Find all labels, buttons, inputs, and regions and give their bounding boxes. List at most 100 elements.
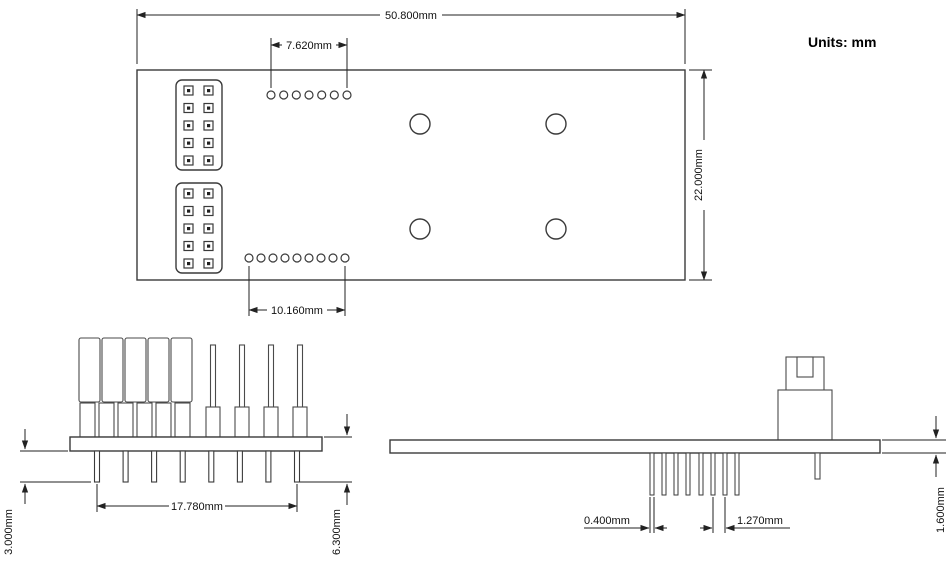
dim-pin-row-span: 17.780mm (96, 484, 298, 513)
contact-pad (203, 137, 214, 149)
pin-hole (329, 90, 339, 100)
side-bottom-pins (649, 452, 821, 496)
bottom-pin (151, 450, 158, 483)
connector-pin (814, 452, 821, 480)
pin-hole (316, 253, 326, 263)
board-edge-side (389, 439, 881, 454)
dim-pin-length: 3.000mm (3, 429, 91, 555)
units-label: Units: mm (808, 34, 876, 50)
dim-overall-height: 6.300mm (300, 414, 352, 555)
contact-pad (183, 240, 194, 252)
socket-barrel (79, 402, 96, 438)
dim-top-hole-row: 7.620mm (270, 38, 348, 88)
bottom-pin (293, 450, 301, 483)
socket-cap (147, 337, 170, 403)
contact-pad (183, 223, 194, 234)
socket-barrel (136, 402, 153, 438)
dim-pin-width: 0.400mm (584, 497, 667, 533)
pin-hole (244, 253, 254, 263)
contact-pad (203, 85, 214, 96)
dim-pin-pitch: 1.270mm (700, 497, 790, 533)
connector-latch (796, 356, 814, 378)
header-base (234, 406, 250, 438)
bottom-pin (179, 450, 186, 483)
socket-cap (170, 337, 193, 403)
socket-barrel (117, 402, 134, 438)
side-connector (777, 356, 833, 441)
socket-cap (124, 337, 147, 403)
pin-hole (304, 90, 314, 100)
mounting-hole (409, 218, 431, 240)
side-view: 0.400mm 1.270mm 1.600mm (389, 356, 947, 533)
dim-bottom-hole-row: 10.160mm (248, 266, 346, 317)
dim-label-top-hole-row: 7.620mm (286, 40, 332, 52)
pin-hole (256, 253, 266, 263)
board-outline-top (136, 69, 686, 281)
contact-pad (183, 188, 194, 199)
mounting-holes (409, 113, 567, 240)
pin-hole (304, 253, 314, 263)
bottom-pin (698, 452, 704, 496)
mounting-hole (409, 113, 431, 135)
bottom-pin (685, 452, 691, 496)
dim-label-board-width: 50.800mm (385, 10, 437, 22)
pin-hole (317, 90, 327, 100)
top-view: 50.800mm 7.620mm 10.160mm 22.000mm (136, 9, 712, 317)
front-view: 17.780mm 3.000mm 6.300mm (3, 337, 352, 555)
contact-pad (183, 205, 194, 217)
socket-barrel (174, 402, 191, 438)
socket-barrel (155, 402, 172, 438)
header-base (292, 406, 308, 438)
dim-label-pin-pitch: 1.270mm (737, 515, 783, 527)
dim-label-pin-width: 0.400mm (584, 515, 630, 527)
bottom-pin (710, 452, 716, 496)
dim-board-thickness: 1.600mm (882, 416, 947, 533)
header-connector-2 (175, 182, 223, 274)
pin-hole (328, 253, 338, 263)
contact-pad (183, 137, 194, 149)
dim-board-width: 50.800mm (136, 9, 686, 64)
contact-pad (203, 223, 214, 234)
pin-hole (280, 253, 290, 263)
connector-body (175, 182, 223, 274)
bottom-pin (722, 452, 728, 496)
socket-cap (78, 337, 101, 403)
header-connector-1 (175, 79, 223, 171)
contact-pad (183, 85, 194, 96)
pin-hole (279, 90, 289, 100)
dim-label-bottom-hole-row: 10.160mm (271, 305, 323, 317)
bottom-pin (208, 450, 215, 483)
bottom-pin (673, 452, 679, 496)
header-base (263, 406, 279, 438)
contact-pad (203, 240, 214, 252)
contact-pad (203, 102, 214, 114)
mounting-hole (545, 218, 567, 240)
pin-hole (266, 90, 276, 100)
dim-label-board-height: 22.000mm (693, 149, 705, 201)
bottom-pin (649, 452, 655, 496)
bottom-pin (236, 450, 243, 483)
dim-board-height: 22.000mm (689, 69, 712, 281)
bottom-pin (734, 452, 740, 496)
socket-header-top (78, 337, 193, 403)
contact-pad (203, 205, 214, 217)
header-base (205, 406, 221, 438)
mounting-hole (545, 113, 567, 135)
pin-hole (291, 90, 301, 100)
dim-label-pin-length: 3.000mm (3, 509, 15, 555)
bottom-pin (93, 450, 101, 483)
contact-pad (183, 155, 194, 166)
contact-pad (203, 258, 214, 269)
dim-label-board-thickness: 1.600mm (935, 487, 947, 533)
contact-pad (203, 120, 214, 131)
socket-cap (101, 337, 124, 403)
pin-hole (268, 253, 278, 263)
pin-hole (340, 253, 350, 263)
contact-pad (183, 120, 194, 131)
bottom-hole-row (244, 253, 350, 263)
connector-base (777, 389, 833, 441)
bottom-pin (122, 450, 129, 483)
socket-barrel (98, 402, 115, 438)
bottom-pin (265, 450, 272, 483)
contact-pad (203, 188, 214, 199)
